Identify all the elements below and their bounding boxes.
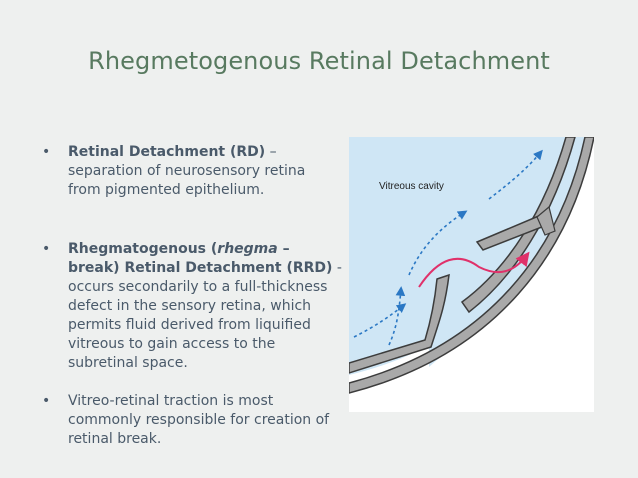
bullet-dot: •	[42, 241, 51, 257]
vitreous-cavity-label: Vitreous cavity	[379, 181, 444, 192]
vitreous-cavity	[349, 137, 587, 375]
retinal-break-arrow	[418, 251, 530, 288]
bullet-term: – break) Retinal Detachment (RRD)	[68, 241, 333, 276]
bullet-term: Rhegmatogenous (	[68, 241, 218, 257]
slide-title: Rhegmetogenous Retinal Detachment	[88, 47, 550, 75]
dotted-fluid-arrow	[353, 303, 407, 338]
bullet-text: - occurs secondarily to a full-thickness…	[68, 260, 342, 371]
dotted-fluid-arrow	[408, 210, 468, 276]
bullet-item: • Rhegmatogenous (rhegma – break) Retina…	[42, 240, 342, 373]
bullet-text: Vitreo-retinal traction is most commonly…	[68, 393, 330, 447]
bullet-term: Retinal Detachment (RD)	[68, 144, 266, 160]
retina-fold-joint	[536, 205, 556, 236]
bullet-term-italic: rhegma	[217, 241, 278, 257]
bullet-dot: •	[42, 393, 51, 409]
bullet-dot: •	[42, 144, 51, 160]
retinal-detachment-diagram: Vitreous cavity	[349, 137, 594, 412]
bullet-list: • Retinal Detachment (RD) – separation o…	[42, 143, 342, 449]
retinal-flap-lower	[349, 273, 450, 374]
bullet-text: – separation of neurosensory retina from…	[68, 144, 306, 198]
bullet-item: • Retinal Detachment (RD) – separation o…	[42, 143, 342, 200]
dotted-fluid-arrow	[488, 149, 543, 200]
bullet-item: • Vitreo-retinal traction is most common…	[42, 392, 342, 449]
diagram-svg: Vitreous cavity	[349, 137, 594, 394]
